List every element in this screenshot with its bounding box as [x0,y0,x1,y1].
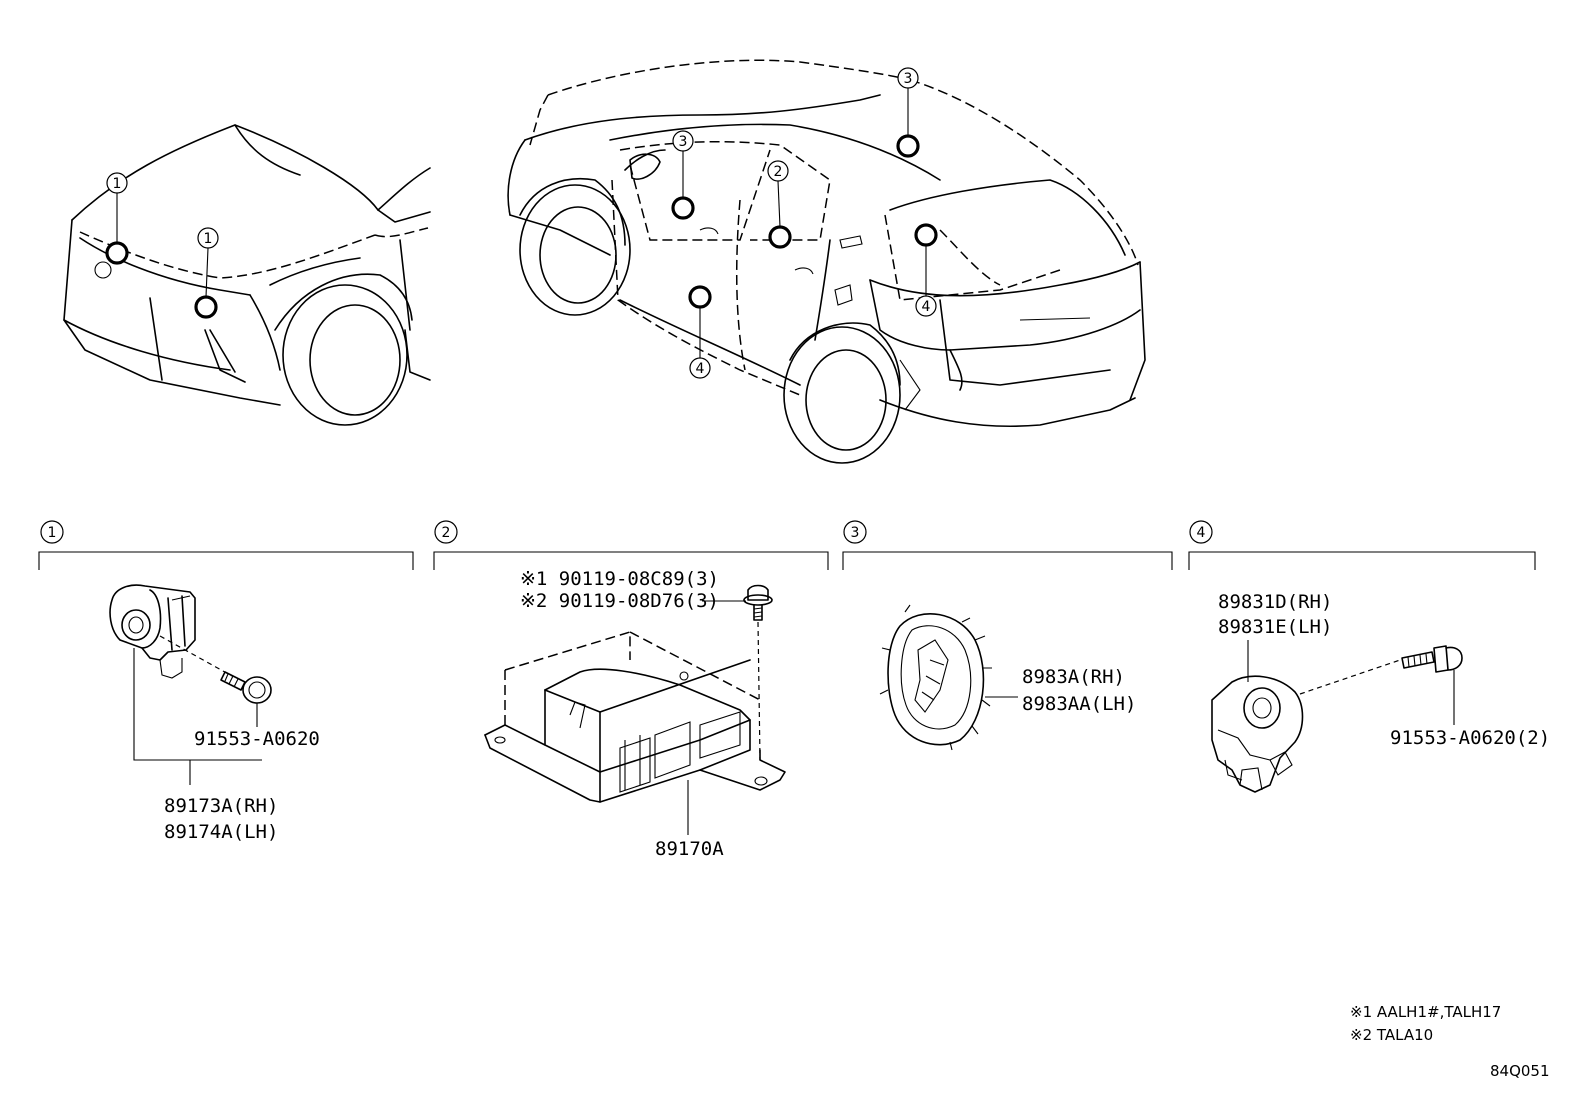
group-1-parts: 91553-A0620 89173A(RH) 89174A(LH) [109,584,320,843]
location-spot-c-pillar-right [896,134,920,158]
footnote-2: ※2 TALA10 [1350,1026,1433,1044]
sensor-location-markers [105,134,938,319]
callout-1-front-left: 1 [106,172,128,194]
group-2-header: 2 [433,520,829,570]
rear-sensor-illustration [1211,675,1304,793]
callout-2-console: 2 [767,160,789,182]
front-impact-sensor-illustration [109,584,196,679]
svg-text:3: 3 [679,134,688,150]
figure-code: 84Q051 [1490,1062,1550,1080]
svg-text:1: 1 [48,525,57,541]
vehicle-callouts: 1 1 3 2 3 4 4 [106,67,937,379]
front-sensor-lh-part-number: 89174A(LH) [164,821,278,843]
svg-text:2: 2 [442,525,451,541]
ecu-bolt-illustration [743,584,773,621]
callout-4-rear: 4 [915,295,937,317]
callout-3-b-pillar: 3 [672,130,694,152]
front-sensor-bolt-illustration [159,635,272,704]
callout-4-door: 4 [689,357,711,379]
group-3-parts: 8983A(RH) 8983AA(LH) [879,604,1136,751]
svg-text:3: 3 [904,71,913,87]
group-2-parts: ※1 90119-08C89(3) ※2 90119-08D76(3) [484,568,786,860]
svg-text:1: 1 [113,176,122,192]
callout-leaders [116,88,927,358]
rear-sensor-lh-part-number: 89831E(LH) [1218,616,1332,638]
footnotes: ※1 AALH1#,TALH17 ※2 TALA10 84Q051 [1350,1003,1550,1080]
location-spot-front-left [105,241,129,265]
rear-sensor-bolt-illustration [1401,645,1463,673]
location-spot-door-left [688,285,712,309]
ecu-bolt-2-part-number: ※2 90119-08D76(3) [520,590,719,612]
svg-text:3: 3 [851,525,860,541]
svg-text:4: 4 [696,361,705,377]
callout-3-c-pillar: 3 [897,67,919,89]
ecu-bolt-1-part-number: ※1 90119-08C89(3) [520,568,719,590]
front-sensor-bolt-part-number: 91553-A0620 [194,728,320,750]
callout-1-front-center: 1 [197,227,219,249]
group-1-header: 1 [38,520,414,570]
front-sensor-rh-part-number: 89173A(RH) [164,795,278,817]
location-spot-center-console [768,225,792,249]
svg-text:4: 4 [922,299,931,315]
group-headers: 1 2 3 4 [38,520,1536,570]
location-spot-rear-right [914,223,938,247]
footnote-1: ※1 AALH1#,TALH17 [1350,1003,1501,1021]
side-sensor-illustration [879,604,992,751]
group-4-header: 4 [1188,520,1536,570]
vehicle-rear-view [507,59,1146,464]
airbag-ecu-part-number: 89170A [655,838,724,860]
airbag-ecu-illustration [484,659,786,803]
svg-text:2: 2 [774,164,783,180]
location-spot-front-center [194,295,218,319]
group-4-parts: 89831D(RH) 89831E(LH) 91553-A0620(2) [1211,591,1550,793]
vehicle-front-view [63,124,431,426]
svg-text:4: 4 [1197,525,1206,541]
location-spot-b-pillar-left [671,196,695,220]
rear-sensor-bolt-part-number: 91553-A0620(2) [1390,727,1550,749]
group-3-header: 3 [842,520,1173,570]
side-sensor-lh-part-number: 8983AA(LH) [1022,693,1136,715]
svg-text:1: 1 [204,231,213,247]
rear-sensor-rh-part-number: 89831D(RH) [1218,591,1332,613]
side-sensor-rh-part-number: 8983A(RH) [1022,666,1125,688]
